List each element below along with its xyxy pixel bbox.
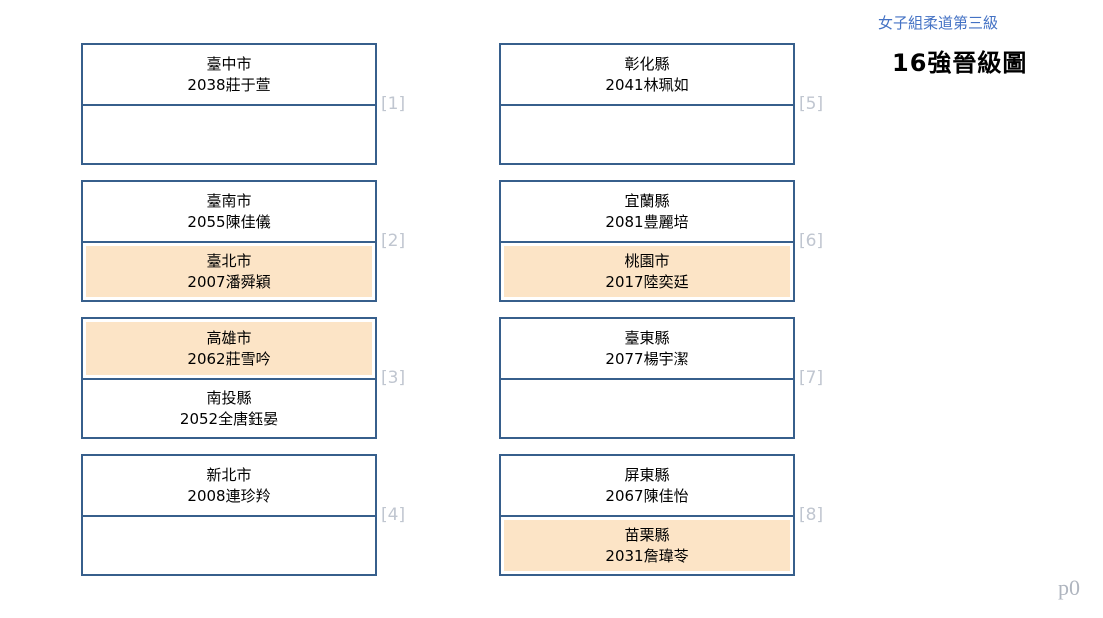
match-5-bottom-slot [501, 104, 793, 163]
competitor-region: 桃園市 [624, 252, 670, 271]
match-4: 新北市 2008連珍羚 [4] [81, 454, 405, 576]
match-5-top-slot: 彰化縣 2041林珮如 [501, 45, 793, 104]
match-3-bottom-slot: 南投縣 2052全唐鈺晏 [83, 378, 375, 437]
match-5-number-label: [5] [799, 94, 824, 114]
match-7-bottom-slot [501, 378, 793, 437]
bracket-column-right: 彰化縣 2041林珮如 [5] 宜蘭縣 2081豊麗培 桃園市 2017陸奕廷 … [499, 43, 823, 576]
match-8-top-slot: 屏東縣 2067陳佳怡 [501, 456, 793, 515]
competitor-entry: 2077楊宇潔 [605, 349, 689, 368]
match-5: 彰化縣 2041林珮如 [5] [499, 43, 823, 165]
page-number: p0 [1058, 575, 1080, 600]
match-1: 臺中市 2038莊于萱 [1] [81, 43, 405, 165]
competitor-entry: 2052全唐鈺晏 [179, 409, 279, 428]
match-4-top-slot: 新北市 2008連珍羚 [83, 456, 375, 515]
match-8: 屏東縣 2067陳佳怡 苗栗縣 2031詹瑋苓 [8] [499, 454, 823, 576]
match-7-top-slot: 臺東縣 2077楊宇潔 [501, 319, 793, 378]
competitor-entry: 2031詹瑋苓 [605, 546, 689, 565]
match-8-number-label: [8] [799, 505, 824, 525]
match-1-bottom-slot [83, 104, 375, 163]
match-6-top-slot: 宜蘭縣 2081豊麗培 [501, 182, 793, 241]
competitor-region: 新北市 [206, 466, 252, 485]
match-2-bottom-slot: 臺北市 2007潘舜穎 [83, 241, 375, 300]
division-subtitle: 女子組柔道第三級 [878, 14, 999, 32]
competitor-entry: 2041林珮如 [605, 75, 689, 94]
competitor-region: 南投縣 [206, 389, 252, 408]
match-4-bottom-slot [83, 515, 375, 574]
competitor-region: 臺南市 [206, 192, 252, 211]
competitor-entry: 2062莊雪吟 [187, 349, 271, 368]
competitor-entry: 2017陸奕廷 [605, 272, 689, 291]
competitor-entry: 2008連珍羚 [187, 486, 271, 505]
match-2-top-slot: 臺南市 2055陳佳儀 [83, 182, 375, 241]
match-3-top-slot: 高雄市 2062莊雪吟 [83, 319, 375, 378]
competitor-region: 苗栗縣 [624, 526, 670, 545]
bracket-column-left: 臺中市 2038莊于萱 [1] 臺南市 2055陳佳儀 臺北市 2007潘舜穎 … [81, 43, 405, 576]
match-7: 臺東縣 2077楊宇潔 [7] [499, 317, 823, 439]
match-3: 高雄市 2062莊雪吟 南投縣 2052全唐鈺晏 [3] [81, 317, 405, 439]
competitor-region: 臺中市 [206, 55, 252, 74]
match-2-number-label: [2] [381, 231, 406, 251]
competitor-region: 臺東縣 [624, 329, 670, 348]
match-3-number-label: [3] [381, 368, 406, 388]
competitor-region: 高雄市 [206, 329, 252, 348]
match-6-number-label: [6] [799, 231, 824, 251]
competitor-region: 彰化縣 [624, 55, 670, 74]
page-title: 16強晉級圖 [892, 49, 1028, 77]
match-1-top-slot: 臺中市 2038莊于萱 [83, 45, 375, 104]
match-4-number-label: [4] [381, 505, 406, 525]
competitor-region: 宜蘭縣 [624, 192, 670, 211]
competitor-entry: 2081豊麗培 [605, 212, 689, 231]
competitor-entry: 2038莊于萱 [187, 75, 271, 94]
bracket-header: 女子組柔道第三級 16強晉級圖 [878, 12, 1027, 78]
competitor-entry: 2007潘舜穎 [187, 272, 271, 291]
competitor-region: 屏東縣 [624, 466, 670, 485]
competitor-entry: 2055陳佳儀 [187, 212, 271, 231]
competitor-entry: 2067陳佳怡 [605, 486, 689, 505]
match-1-number-label: [1] [381, 94, 406, 114]
match-2: 臺南市 2055陳佳儀 臺北市 2007潘舜穎 [2] [81, 180, 405, 302]
match-7-number-label: [7] [799, 368, 824, 388]
match-6: 宜蘭縣 2081豊麗培 桃園市 2017陸奕廷 [6] [499, 180, 823, 302]
match-8-bottom-slot: 苗栗縣 2031詹瑋苓 [501, 515, 793, 574]
match-6-bottom-slot: 桃園市 2017陸奕廷 [501, 241, 793, 300]
competitor-region: 臺北市 [206, 252, 252, 271]
